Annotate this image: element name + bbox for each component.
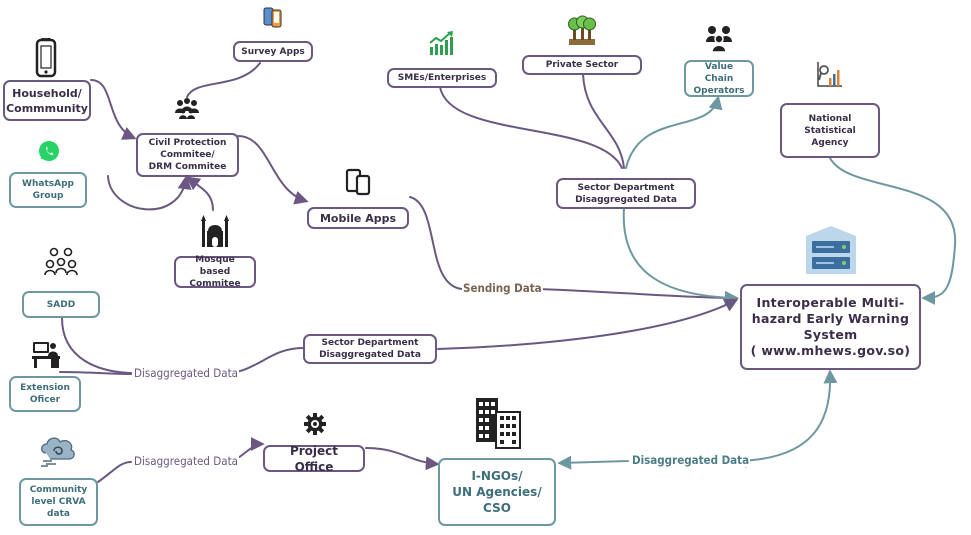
flow-nsa-to-mhews [829,157,957,305]
flow-mosque-to-civil [185,176,214,211]
civil-protection-node: Civil Protection Commitee/ DRM Commitee [136,133,239,177]
trees-icon [568,15,596,45]
analytics-chart-icon [817,62,842,87]
mosque-icon [201,215,229,247]
flow-sector-to-valuechain [625,95,723,169]
flow-project-to-ingos [365,447,440,471]
gear-icon [304,413,326,435]
flow-smes-to-sector [439,86,623,169]
sadd-node: SADD [22,291,100,318]
disaggregated-data-label-1: Disaggregated Data [133,366,239,380]
climate-cloud-icon [40,437,75,467]
sector-dept-top-node: Sector Department Disaggregated Data [556,178,696,209]
community-crva-node: Community level CRVA data [19,478,98,526]
office-buildings-icon [476,398,521,449]
flow-extension-to-disagg [59,371,132,375]
people-group-icon [175,98,199,119]
flow-sector-to-mhews [622,207,739,305]
extension-officer-node: Extension Oficer [9,376,81,412]
mobile-phone-icon [35,38,57,78]
growth-chart-icon [429,31,453,55]
flow-civil-to-mobile [237,135,309,205]
flow-private-to-sector [582,73,625,169]
flow-whatsapp-to-civil [107,175,192,211]
flow-household-to-civil [90,79,137,140]
whatsapp-node: WhatsApp Group [9,172,87,208]
flow-survey-to-civil [186,62,261,98]
sector-dept-mid-node: Sector Department Disaggregated Data [303,334,437,364]
whatsapp-icon [39,141,59,161]
smartphones-icon [263,7,282,28]
national-stat-node: National Statistical Agency [780,103,880,158]
operators-group-icon [706,26,732,52]
disaggregated-data-label-3: Disaggregated Data [631,453,751,467]
smes-node: SMEs/Enterprises [387,68,497,88]
project-office-node: Project Office [263,444,365,474]
flow-ingos-disagg [557,455,629,470]
flow-sadd-to-disagg [61,317,132,374]
desk-worker-icon [32,342,60,368]
mhews-node: Interoperable Multi- hazard Early Warnin… [740,284,921,370]
flow-mobile-to-mhews [409,196,736,298]
private-sector-node: Private Sector [522,55,642,75]
people-network-icon [44,247,78,276]
mosque-committee-node: Mosque based Commitee [174,255,256,289]
disaggregated-data-label-2: Disaggregated Data [133,454,239,468]
flow-sectormid-to-mhews [437,298,739,350]
survey-apps-node: Survey Apps [233,41,313,62]
household-node: Household/ Commmunity [3,80,91,121]
flow-disagg-mhews [732,369,838,468]
value-chain-node: Value Chain Operators [684,60,754,97]
server-icon [806,226,856,274]
sending-data-label: Sending Data [462,281,543,295]
mobile-apps-node: Mobile Apps [307,207,409,229]
ingos-node: I-NGOs/ UN Agencies/ CSO [438,458,556,526]
mobile-devices-icon [345,168,371,196]
